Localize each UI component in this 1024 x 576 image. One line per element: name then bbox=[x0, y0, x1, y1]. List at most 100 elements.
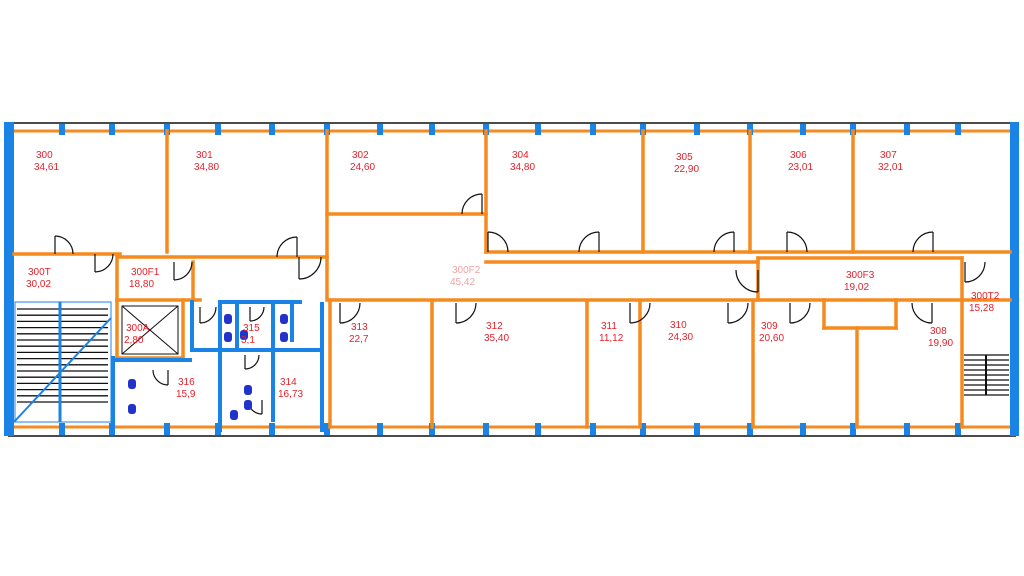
door-arc bbox=[911, 302, 933, 324]
mullion-bottom bbox=[324, 423, 330, 435]
door-arc bbox=[244, 354, 260, 370]
room-number: 306 bbox=[790, 150, 807, 161]
room-area: 22,7 bbox=[349, 334, 369, 345]
room-number: 305 bbox=[676, 152, 693, 163]
room-area: 24,30 bbox=[668, 332, 693, 343]
room-area: 15,9 bbox=[176, 389, 196, 400]
room-number: 300 bbox=[36, 150, 53, 161]
room-number: 312 bbox=[486, 321, 503, 332]
room-area: 19,02 bbox=[844, 282, 869, 293]
room-area: 15,28 bbox=[969, 303, 994, 314]
room-area: 34,80 bbox=[510, 162, 535, 173]
shaft-cross bbox=[121, 305, 179, 355]
room-number: 313 bbox=[351, 322, 368, 333]
door-arc bbox=[727, 302, 749, 324]
sanitary-fixtures bbox=[128, 314, 288, 420]
mullion-bottom bbox=[747, 423, 753, 435]
mullion-bottom bbox=[850, 423, 856, 435]
door-arc bbox=[298, 256, 322, 280]
exterior-frame bbox=[4, 122, 1019, 436]
toilet-fixture bbox=[244, 385, 252, 395]
room-area: 20,60 bbox=[759, 333, 784, 344]
mullion-bottom bbox=[269, 423, 275, 435]
door-arc bbox=[786, 231, 808, 253]
room-area: 30,02 bbox=[26, 279, 51, 290]
room-area: 24,60 bbox=[350, 162, 375, 173]
door-arc bbox=[713, 231, 735, 253]
room-number: 314 bbox=[280, 377, 297, 388]
right-staircase bbox=[964, 354, 1009, 396]
door-arc bbox=[249, 306, 265, 322]
mullion-top bbox=[215, 124, 221, 135]
mullion-top bbox=[694, 124, 700, 135]
room-number: 300A bbox=[126, 323, 150, 334]
toilet-fixture bbox=[240, 330, 248, 340]
room-labels: 30034,6130134,8030224,6030434,8030522,90… bbox=[26, 150, 1000, 400]
mullion-bottom bbox=[590, 423, 596, 435]
mullion-top bbox=[377, 124, 383, 135]
door-arc bbox=[455, 302, 477, 324]
toilet-fixture bbox=[280, 332, 288, 342]
door-arc bbox=[461, 193, 483, 215]
room-area: 32,01 bbox=[878, 162, 903, 173]
mullion-bottom bbox=[535, 423, 541, 435]
toilet-fixture bbox=[230, 410, 238, 420]
mullion-top bbox=[800, 124, 806, 135]
room-number: 304 bbox=[512, 150, 529, 161]
door-arc bbox=[487, 231, 509, 253]
mullion-bottom bbox=[483, 423, 489, 435]
room-number: 315 bbox=[243, 323, 260, 334]
toilet-fixture bbox=[280, 314, 288, 324]
door-arc bbox=[276, 236, 298, 258]
room-area: 23,01 bbox=[788, 162, 813, 173]
mullion-bottom bbox=[377, 423, 383, 435]
room-number: 309 bbox=[761, 321, 778, 332]
room-number: 310 bbox=[670, 320, 687, 331]
room-area: 34,80 bbox=[194, 162, 219, 173]
room-area: 2,80 bbox=[124, 335, 144, 346]
mullion-bottom bbox=[800, 423, 806, 435]
mullion-bottom bbox=[59, 423, 65, 435]
room-number: 300F2 bbox=[452, 265, 481, 276]
door-arc bbox=[912, 231, 934, 253]
room-number: 300F1 bbox=[131, 267, 160, 278]
door-arc bbox=[173, 261, 193, 281]
room-number: 300T2 bbox=[971, 291, 1000, 302]
toilet-fixture bbox=[244, 400, 252, 410]
mullion-bottom bbox=[164, 423, 170, 435]
interior-walls bbox=[12, 129, 1012, 429]
door-arc bbox=[964, 261, 986, 283]
door-arc bbox=[54, 235, 74, 255]
door-arc bbox=[152, 369, 169, 386]
room-number: 302 bbox=[352, 150, 369, 161]
mullion-top bbox=[904, 124, 910, 135]
mullion-top bbox=[429, 124, 435, 135]
door-arc bbox=[578, 231, 600, 253]
room-number: 311 bbox=[601, 321, 617, 332]
mullion-top bbox=[535, 124, 541, 135]
outer-walls bbox=[8, 122, 1016, 437]
exterior-wall-bands bbox=[14, 129, 1010, 429]
left-staircase bbox=[13, 301, 112, 423]
door-arc bbox=[629, 302, 651, 324]
room-number: 300F3 bbox=[846, 270, 875, 281]
door-arc bbox=[94, 253, 114, 273]
washroom-walls bbox=[111, 300, 324, 432]
door-arc bbox=[339, 302, 361, 324]
room-area: 34,61 bbox=[34, 162, 59, 173]
room-number: 308 bbox=[930, 326, 947, 337]
room-number: 307 bbox=[880, 150, 897, 161]
mullion-top bbox=[955, 124, 961, 135]
room-number: 301 bbox=[196, 150, 213, 161]
door-arc bbox=[789, 302, 811, 324]
room-area: 45,42 bbox=[450, 277, 475, 288]
mullion-bottom bbox=[694, 423, 700, 435]
mullion-bottom bbox=[429, 423, 435, 435]
room-area: 3,1 bbox=[241, 335, 255, 346]
toilet-fixture bbox=[224, 332, 232, 342]
door-swings bbox=[54, 193, 986, 415]
toilet-fixture bbox=[128, 379, 136, 389]
room-area: 35,40 bbox=[484, 333, 509, 344]
room-area: 16,73 bbox=[278, 389, 303, 400]
